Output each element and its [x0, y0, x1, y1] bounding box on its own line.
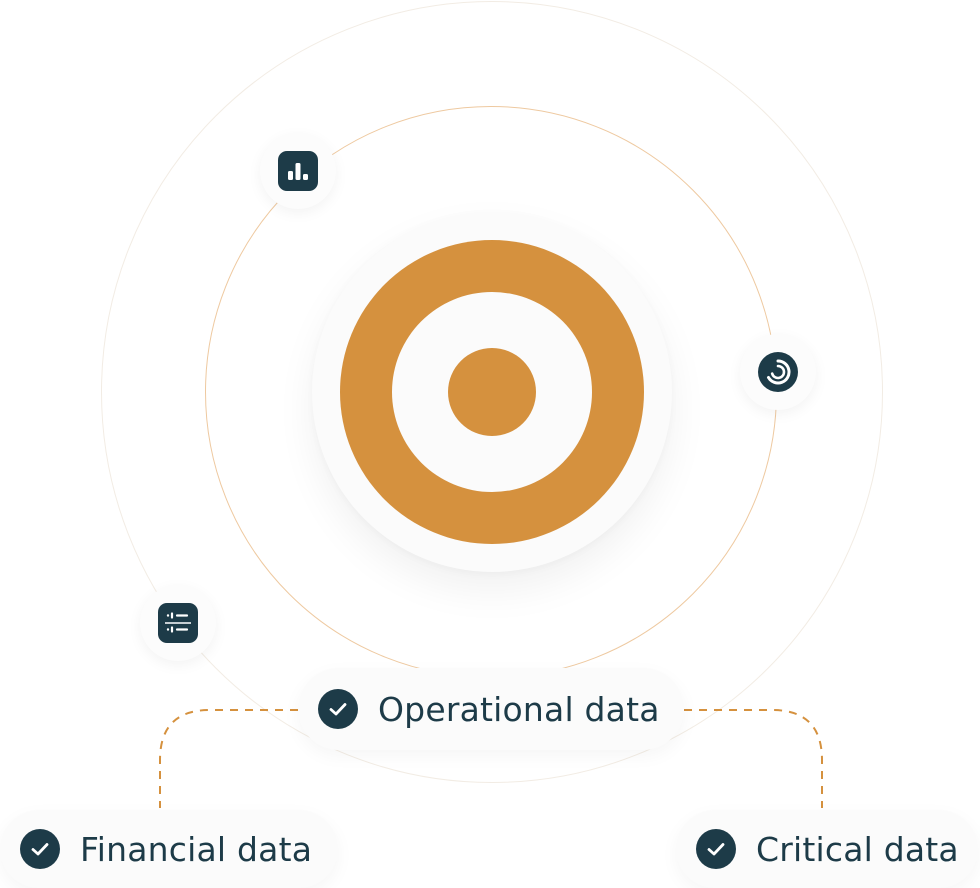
operational-data-pill: Operational data: [298, 668, 684, 750]
bar-chart-node: [260, 133, 336, 209]
check-circle-icon: [20, 829, 60, 869]
check-circle-icon: [318, 689, 358, 729]
financial-data-pill: Financial data: [0, 810, 338, 888]
critical-data-pill: Critical data: [676, 810, 978, 888]
financial-data-label: Financial data: [80, 829, 313, 869]
critical-data-label: Critical data: [756, 829, 959, 869]
spinner-icon: [758, 352, 798, 392]
target-bullseye: [448, 348, 536, 436]
spinner-node: [740, 334, 816, 410]
operational-data-label: Operational data: [378, 689, 660, 729]
check-circle-icon: [696, 829, 736, 869]
connector-right: [684, 709, 823, 808]
server-node: [140, 585, 216, 661]
server-icon: [158, 603, 198, 643]
outer-orbit-ring: [101, 1, 883, 783]
bar-chart-icon: [278, 151, 318, 191]
connector-left: [159, 709, 298, 808]
